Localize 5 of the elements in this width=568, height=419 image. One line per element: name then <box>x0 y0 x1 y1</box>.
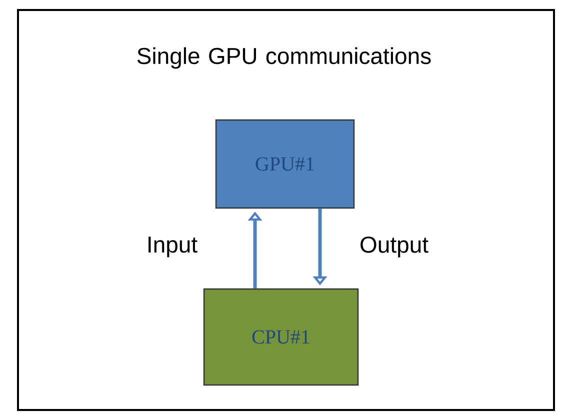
edge-label: Output <box>360 236 428 258</box>
title: Single GPU communications <box>137 47 431 69</box>
edge-label: Input <box>148 236 198 258</box>
gpu-box: GPU#1 <box>215 119 355 209</box>
cpu-box: CPU#1 <box>203 288 359 386</box>
